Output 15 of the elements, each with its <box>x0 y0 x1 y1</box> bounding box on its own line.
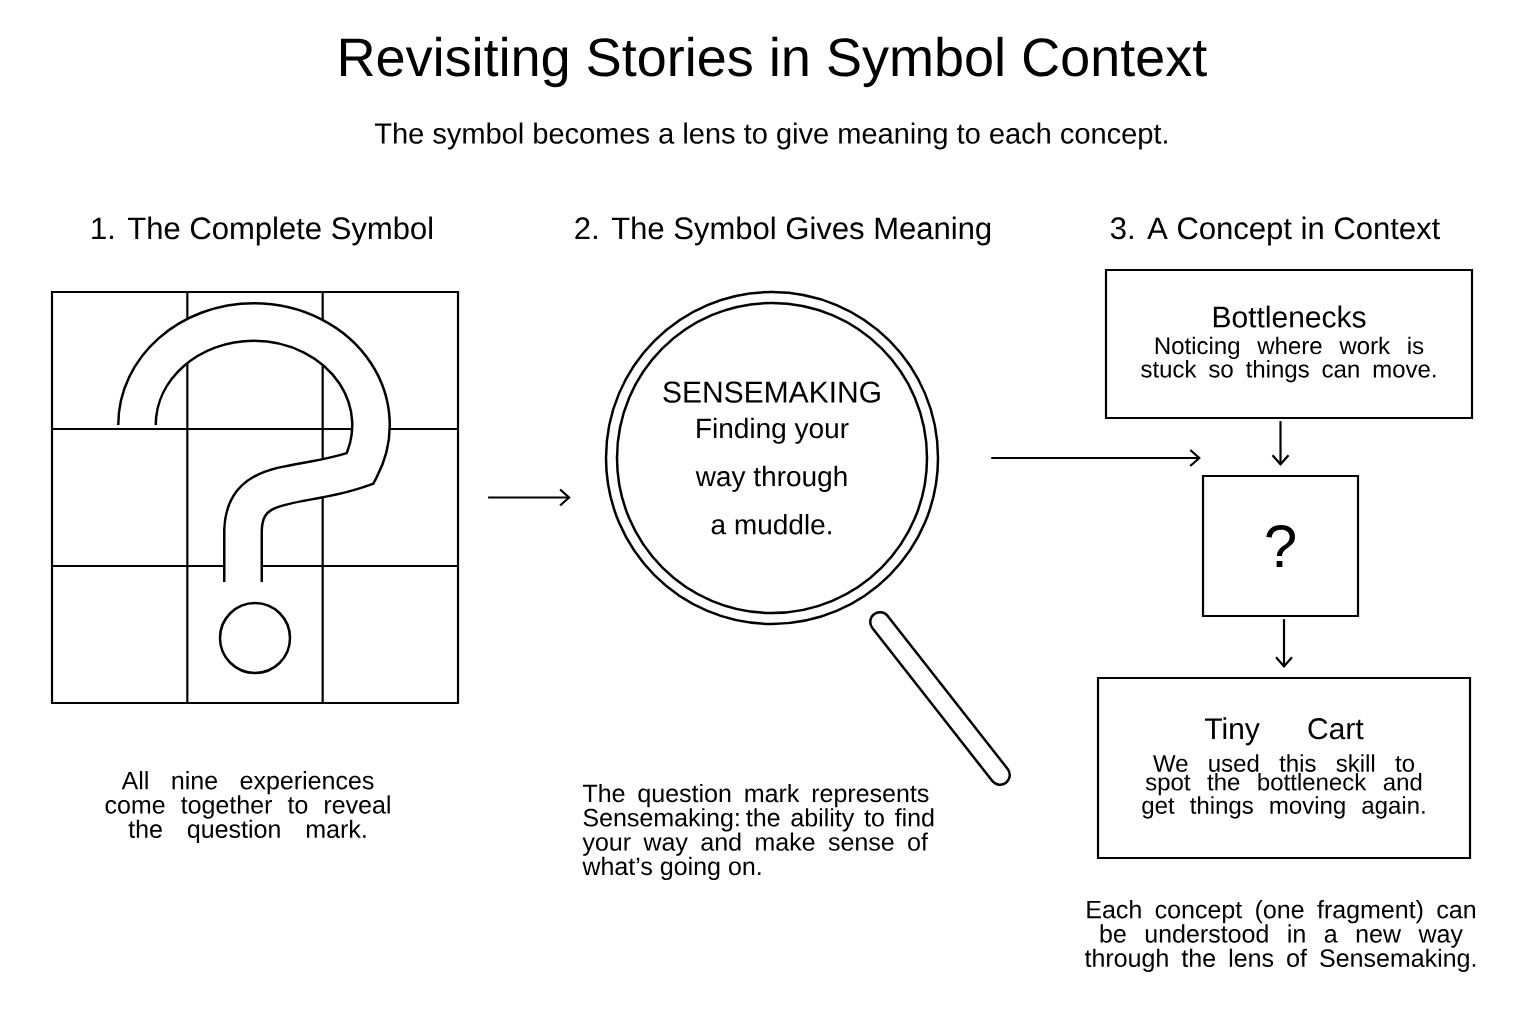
caption-text: The question mark represents Sensemaking: the ability to find your way and make sense of what’s going on. <box>582 783 934 881</box>
question-mark-grid-drawing <box>50 290 460 705</box>
concept-box: Bottlenecks Noticing where work is stuck so things can move. <box>1104 268 1474 420</box>
subtitle: The symbol becomes a lens to give meaning to each concept. <box>375 122 1167 150</box>
arrow <box>991 449 1201 467</box>
arrow <box>1275 619 1293 668</box>
caption-text: Each concept (one fragment) can be understood in a new way through the lens of Sensemaking. <box>1084 900 1476 972</box>
title: Revisiting Stories in Symbol Context <box>341 36 1207 88</box>
caption-text: All nine experiences come together to reveal the question mark. <box>105 771 390 843</box>
arrow <box>488 488 571 507</box>
concept-box: ? <box>1201 474 1360 618</box>
concept-box: Tiny Cart We used this skill to spot the bottleneck and get things moving again. <box>1096 676 1472 860</box>
panel-heading: 1. The Complete Symbol <box>92 216 432 246</box>
panel-heading: 2. The Symbol Gives Meaning <box>575 216 991 246</box>
arrow <box>1271 421 1290 466</box>
